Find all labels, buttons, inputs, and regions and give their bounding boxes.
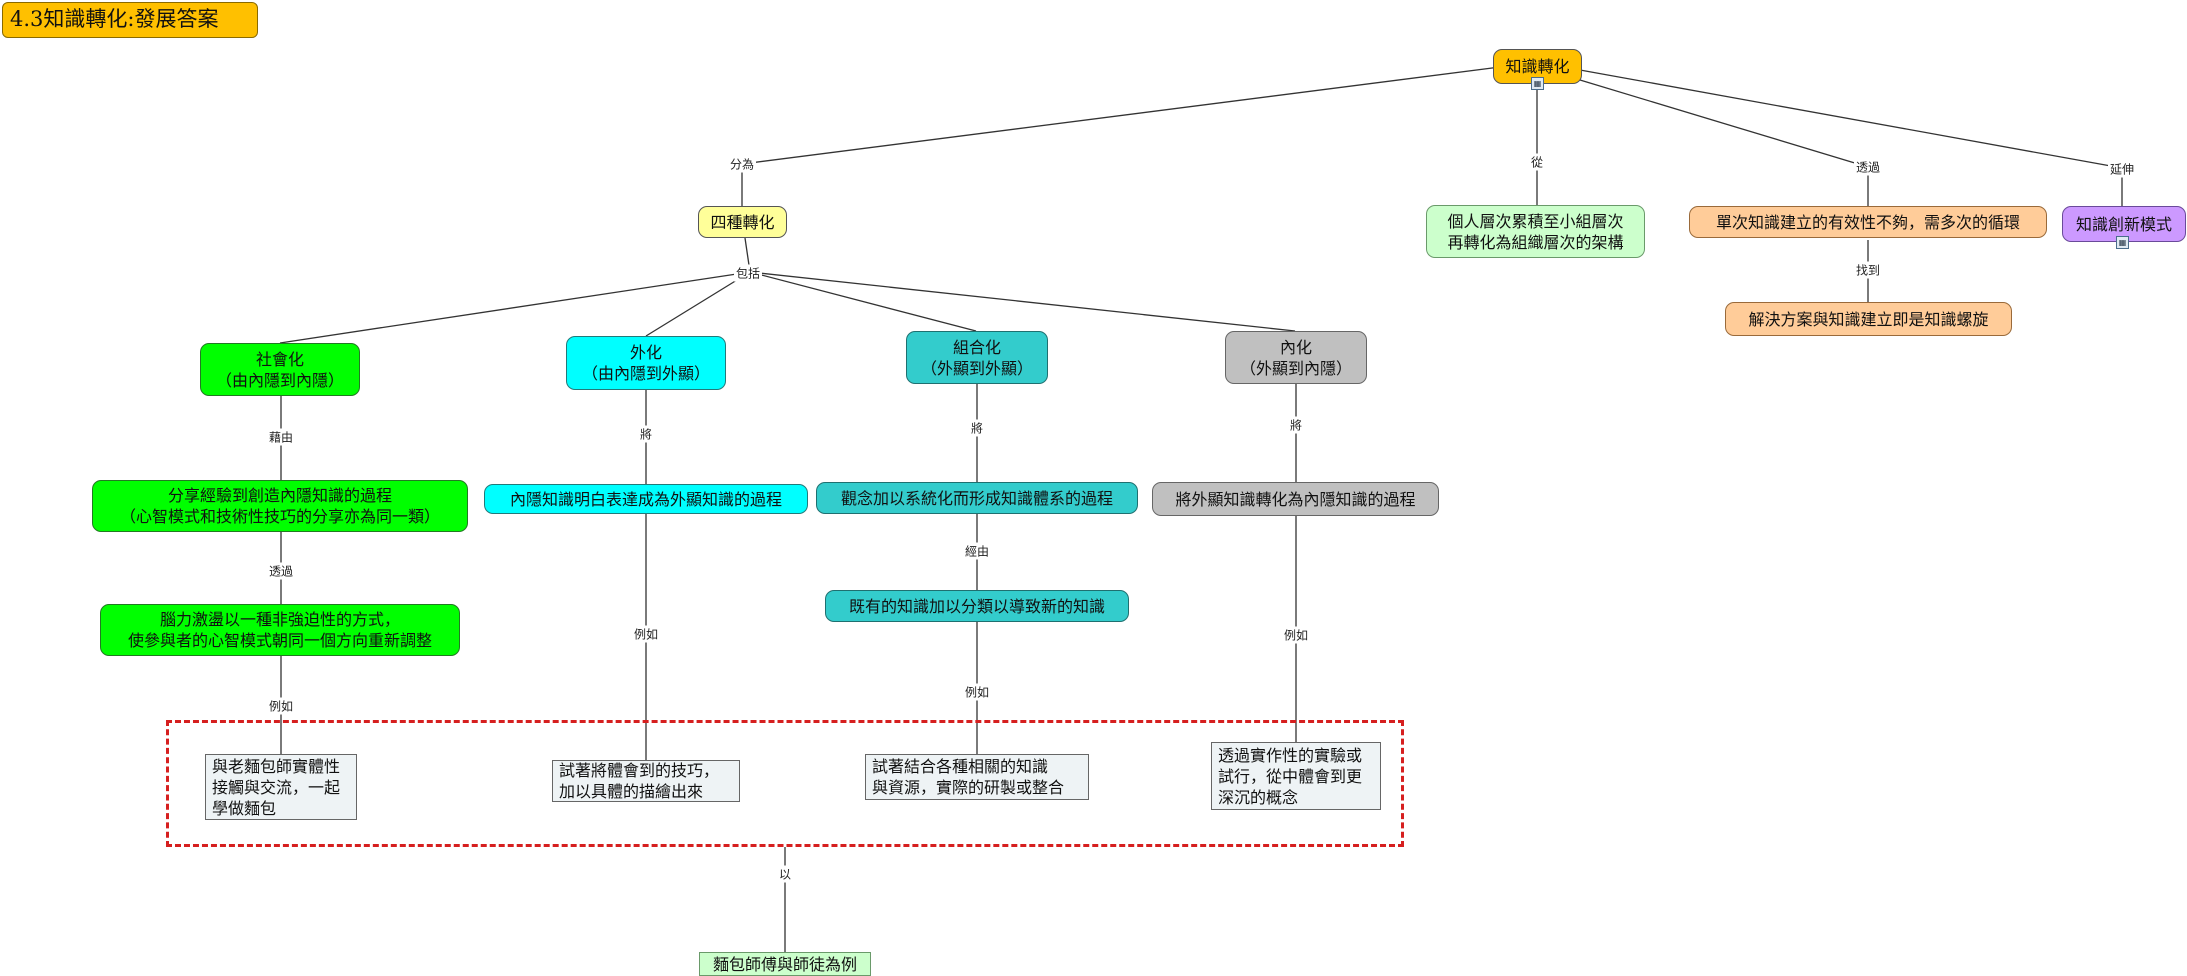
- node-combination-definition[interactable]: 觀念加以系統化而形成知識體系的過程: [816, 482, 1138, 514]
- link-label-zhaodao: 找到: [1853, 261, 1883, 279]
- link-label-yi: 以: [776, 865, 794, 883]
- node-socialization-definition[interactable]: 分享經驗到創造內隱知識的過程 （心智模式和技術性技巧的分享亦為同一類）: [92, 480, 468, 532]
- link-label-baokuo: 包括: [733, 264, 763, 282]
- link-label-liru-external: 例如: [631, 625, 661, 643]
- link-label-liru-social: 例如: [266, 697, 296, 715]
- map-link-icon[interactable]: ▦: [1531, 77, 1544, 90]
- example-internalization[interactable]: 透過實作性的實驗或 試行，從中體會到更 深沉的概念: [1211, 742, 1381, 810]
- node-internalization-definition[interactable]: 將外顯知識轉化為內隱知識的過程: [1152, 482, 1439, 516]
- example-socialization[interactable]: 與老麵包師實體性 接觸與交流，一起 學做麵包: [205, 754, 357, 820]
- node-baker-example[interactable]: 麵包師傅與師徒為例: [699, 952, 871, 976]
- node-externalization[interactable]: 外化 （由內隱到外顯）: [566, 336, 726, 390]
- examples-dashed-group: [166, 720, 1404, 847]
- link-label-jiang-external: 將: [637, 425, 655, 443]
- link-label-yanshen: 延伸: [2107, 160, 2137, 178]
- link-label-jiang-internal: 將: [1287, 416, 1305, 434]
- link-label-cong: 從: [1528, 153, 1546, 171]
- node-individual-to-org[interactable]: 個人層次累積至小組層次 再轉化為組織層次的架構: [1426, 205, 1645, 258]
- node-socialization-method[interactable]: 腦力激盪以一種非強迫性的方式， 使參與者的心智模式朝同一個方向重新調整: [100, 604, 460, 656]
- node-knowledge-spiral[interactable]: 解決方案與知識建立即是知識螺旋: [1725, 302, 2012, 336]
- link-label-jingyou: 經由: [962, 542, 992, 560]
- node-combination-method[interactable]: 既有的知識加以分類以導致新的知識: [825, 590, 1129, 622]
- link-label-liru-internal: 例如: [1281, 626, 1311, 644]
- node-internalization[interactable]: 內化 （外顯到內隱）: [1225, 331, 1367, 384]
- link-label-touguo: 透過: [1853, 158, 1883, 176]
- map-link-icon[interactable]: ▦: [2116, 236, 2129, 249]
- node-combination[interactable]: 組合化 （外顯到外顯）: [906, 331, 1048, 384]
- example-combination[interactable]: 試著結合各種相關的知識 與資源，實際的研製或整合: [865, 754, 1089, 800]
- node-knowledge-conversion[interactable]: 知識轉化: [1493, 49, 1582, 84]
- node-single-not-enough[interactable]: 單次知識建立的有效性不夠，需多次的循環: [1689, 206, 2047, 238]
- node-externalization-definition[interactable]: 內隱知識明白表達成為外顯知識的過程: [484, 484, 808, 514]
- node-four-conversions[interactable]: 四種轉化: [698, 206, 787, 238]
- link-label-jieyou: 藉由: [266, 428, 296, 446]
- example-externalization[interactable]: 試著將體會到的技巧， 加以具體的描繪出來: [552, 760, 740, 802]
- link-label-jiang-combine: 將: [968, 419, 986, 437]
- link-label-touguo-social: 透過: [266, 562, 296, 580]
- page-title: 4.3知識轉化:發展答案: [2, 2, 258, 38]
- node-innovation-model[interactable]: 知識創新模式: [2062, 206, 2186, 242]
- link-label-fenwei: 分為: [727, 155, 757, 173]
- node-socialization[interactable]: 社會化 （由內隱到內隱）: [200, 343, 360, 396]
- link-label-liru-combine: 例如: [962, 683, 992, 701]
